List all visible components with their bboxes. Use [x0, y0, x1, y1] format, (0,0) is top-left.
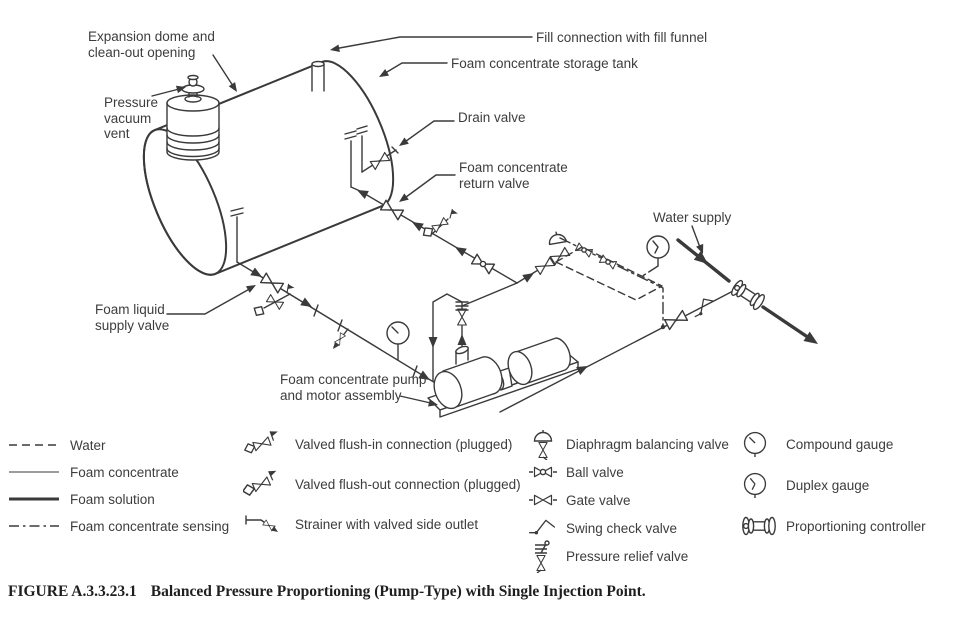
proportioning-controller-glyph — [731, 279, 765, 311]
label-water-supply: Water supply — [653, 210, 732, 225]
dashed-line-icon — [6, 437, 62, 453]
pump-motor-assembly — [427, 337, 579, 418]
legend-item: Proportioning controller — [740, 513, 926, 539]
proportioning-controller-icon — [740, 514, 778, 538]
union-tick — [412, 365, 418, 378]
legend-connections: Valved flush-in connection (plugged) Val… — [243, 429, 521, 551]
legend-item: Valved flush-out connection (plugged) — [243, 469, 521, 499]
tank-outlet-stub — [230, 207, 244, 263]
legend-item-label: Proportioning controller — [786, 518, 926, 534]
legend-item: Pressure relief valve — [528, 540, 729, 573]
label-expansion-dome: Expansion dome and clean-out opening — [88, 29, 215, 60]
legend-item-label: Ball valve — [566, 464, 624, 480]
flush-in-icon — [243, 429, 287, 459]
ball-valve-icon — [528, 462, 558, 482]
balancing-valve-branch — [516, 229, 571, 284]
legend-item: Compound gauge — [740, 431, 926, 457]
figure-number: FIGURE A.3.3.23.1 — [8, 583, 137, 600]
legend-item: Foam concentrate — [6, 459, 229, 485]
legend-item-label: Foam solution — [70, 491, 155, 507]
diaphragm-balancing-valve-icon — [528, 428, 558, 460]
legend-item-label: Swing check valve — [566, 520, 678, 536]
legend-valves: Diaphragm balancing valve Ball valve Gat… — [528, 428, 729, 573]
legend-item: Strainer with valved side outlet — [243, 511, 521, 537]
legend-item-label: Compound gauge — [786, 436, 894, 452]
drain-valve-glyph — [361, 146, 399, 173]
legend-item: Foam solution — [6, 486, 229, 512]
legend-item-label: Diaphragm balancing valve — [566, 436, 729, 452]
flush-out-icon — [243, 469, 287, 499]
label-foam-liquid-supply-valve: Foam liquid supply valve — [95, 302, 170, 333]
motor — [507, 337, 571, 386]
legend-item: Gate valve — [528, 487, 729, 513]
legend-item: Ball valve — [528, 459, 729, 485]
legend-item-label: Gate valve — [566, 492, 631, 508]
swing-check-valve-icon — [528, 518, 558, 538]
sensing-lines — [559, 237, 664, 326]
compound-gauge-glyph — [386, 321, 410, 361]
legend-item: Diaphragm balancing valve — [528, 428, 729, 460]
thin-line-icon — [6, 464, 62, 480]
union-tick — [313, 304, 319, 317]
gate-valve-icon — [528, 490, 558, 510]
riser-connector — [461, 282, 518, 307]
label-leaders — [151, 36, 708, 410]
return-line — [350, 185, 518, 284]
duplex-gauge-glyph — [646, 235, 670, 267]
legend-item-label: Duplex gauge — [786, 477, 870, 493]
pump — [433, 345, 503, 410]
flush-in-connection-glyph — [419, 208, 460, 240]
legend-line-types: Water Foam concentrate Foam solution Foa… — [6, 432, 229, 540]
legend-item: Foam concentrate sensing — [6, 513, 229, 539]
dash-dot-line-icon — [6, 518, 62, 534]
legend-item: Swing check valve — [528, 515, 729, 541]
suction-line — [236, 261, 451, 393]
injection-line — [499, 289, 736, 413]
thick-line-icon — [6, 491, 62, 507]
legend-item: Valved flush-in connection (plugged) — [243, 429, 521, 459]
piping-diagram — [142, 36, 823, 418]
label-storage-tank: Foam concentrate storage tank — [451, 56, 638, 71]
legend-item-label: Valved flush-out connection (plugged) — [295, 476, 521, 492]
legend-item-label: Water — [70, 437, 106, 453]
pressure-vacuum-vent-glyph — [181, 74, 205, 103]
legend-item: Water — [6, 432, 229, 458]
legend-item-label: Strainer with valved side outlet — [295, 516, 479, 532]
ball-valve-glyph — [479, 260, 487, 268]
figure-title: Balanced Pressure Proportioning (Pump-Ty… — [150, 583, 646, 600]
pressure-relief-valve-icon — [528, 539, 558, 573]
water-trim-piping — [555, 246, 663, 301]
legend-item-label: Foam concentrate — [70, 464, 179, 480]
legend-item: Duplex gauge — [740, 472, 926, 498]
water-supply-line — [676, 238, 731, 283]
return-valve-glyph — [379, 199, 405, 221]
label-drain-valve: Drain valve — [458, 110, 526, 125]
flush-out-connection-glyph — [251, 283, 296, 319]
label-fill-connection: Fill connection with fill funnel — [536, 30, 708, 45]
duplex-gauge-icon — [740, 471, 778, 499]
foam-solution-outlet — [761, 305, 823, 350]
compound-gauge-icon — [740, 430, 778, 458]
legend-gauges: Compound gauge Duplex gauge — [740, 431, 926, 554]
strainer-glyph — [330, 319, 349, 352]
strainer-icon — [243, 511, 287, 537]
legend-item-label: Valved flush-in connection (plugged) — [295, 436, 513, 452]
legend-item-label: Pressure relief valve — [566, 548, 689, 564]
label-pump-assembly: Foam concentrate pump and motor assembly — [280, 372, 427, 403]
tank-return-stub — [344, 130, 357, 188]
storage-tank — [142, 60, 395, 276]
fill-pipe — [311, 60, 325, 92]
expansion-dome — [166, 94, 220, 161]
gate-valve-glyph — [663, 309, 689, 331]
figure-caption: FIGURE A.3.3.23.1 Balanced Pressure Propo… — [8, 583, 646, 601]
tank-drain-stub — [356, 125, 368, 173]
legend-item-label: Foam concentrate sensing — [70, 518, 230, 534]
label-pressure-vacuum-vent: Pressure vacuum vent — [104, 95, 159, 142]
label-return-valve: Foam concentrate return valve — [459, 160, 568, 191]
